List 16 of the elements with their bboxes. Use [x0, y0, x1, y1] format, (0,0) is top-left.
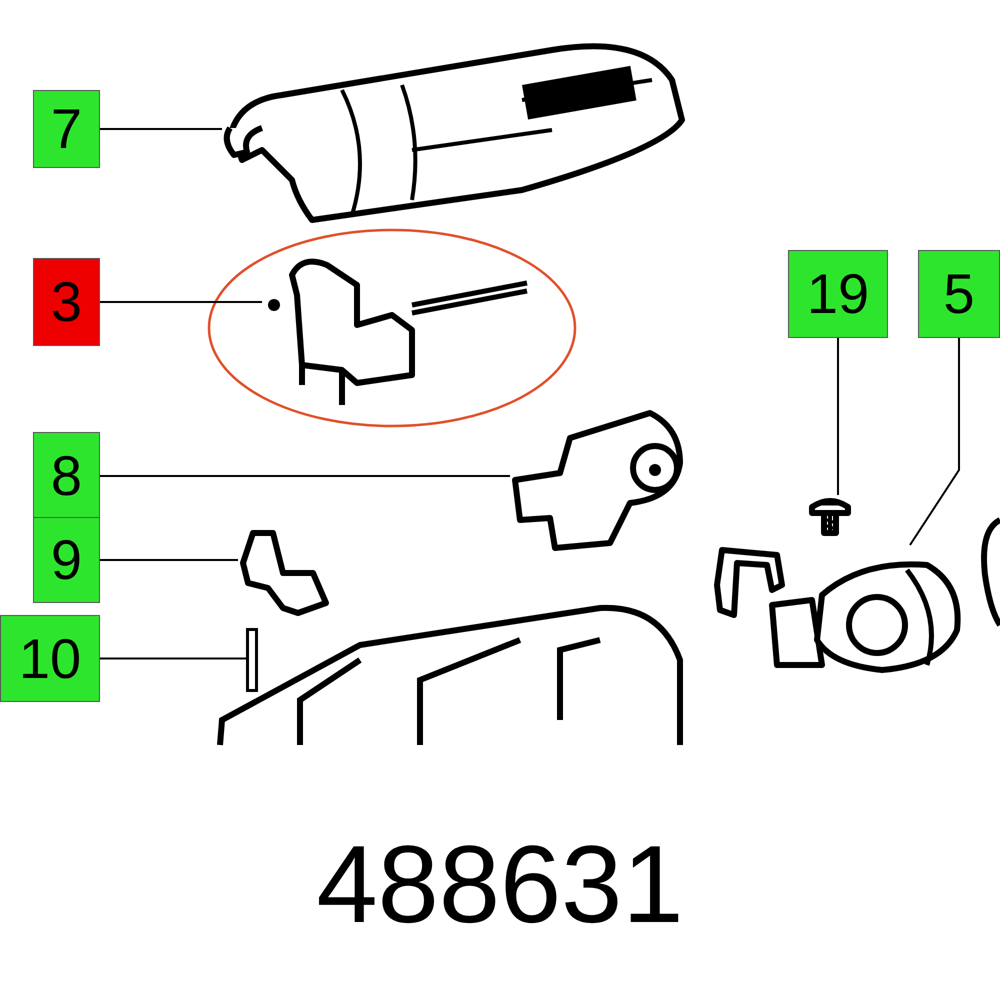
callout-number: 19 [788, 250, 888, 338]
callout-number: 9 [33, 517, 100, 603]
callout-number: 3 [33, 258, 100, 346]
callout-number: 5 [918, 250, 1000, 338]
leader-line [100, 658, 246, 660]
pin-drawing [246, 628, 258, 692]
leader-line [837, 338, 839, 495]
callout-number: 8 [33, 432, 100, 520]
leader-line [100, 128, 222, 130]
leader-line [100, 301, 262, 303]
leader-line [100, 559, 238, 561]
callout-number: 10 [0, 615, 100, 702]
leader-line [909, 338, 960, 546]
leader-line [100, 475, 510, 477]
part-number: 488631 [315, 830, 685, 940]
callout-number: 7 [33, 90, 100, 168]
